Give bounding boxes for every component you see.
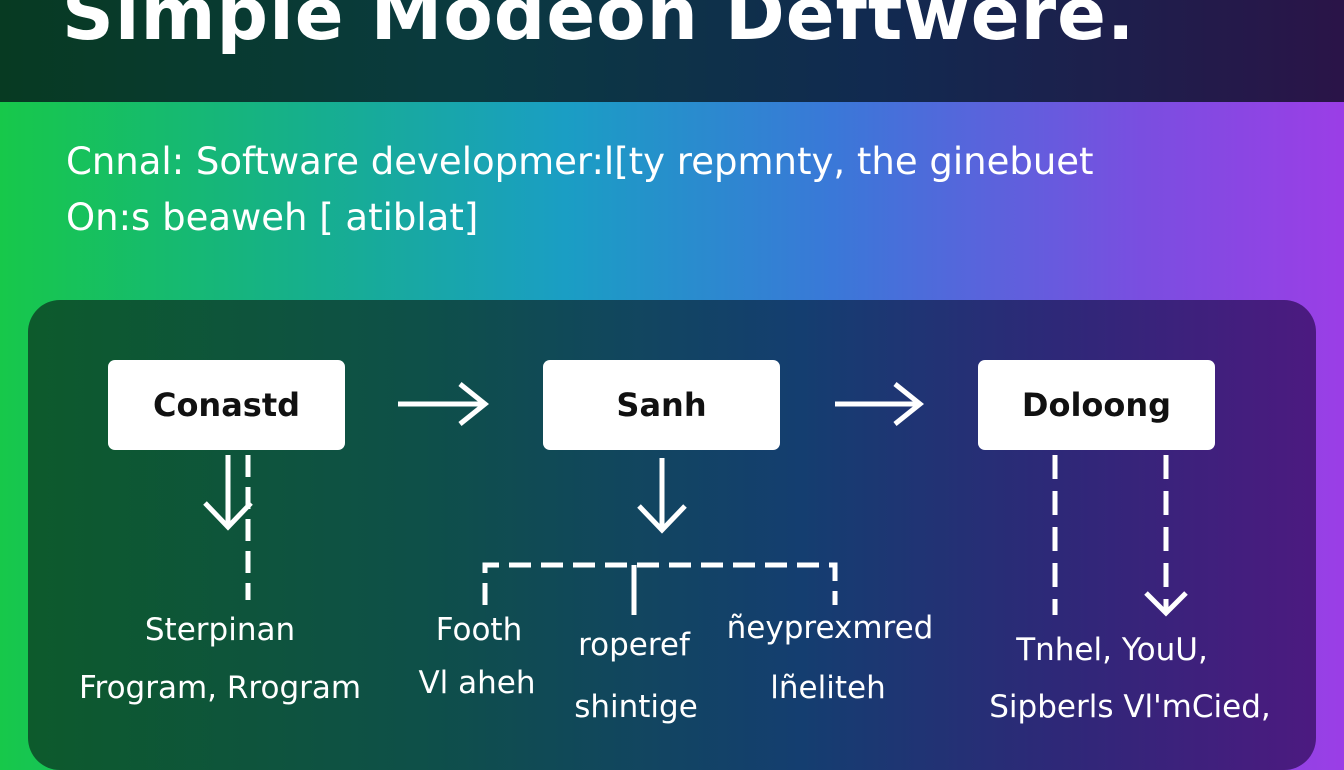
label: ñeyprexmred (726, 610, 934, 646)
label: Sipberls Vl'mCied, (989, 689, 1271, 725)
arrow-right-icon (398, 382, 490, 426)
arrow-down-icon (637, 458, 687, 534)
bracket-line (482, 562, 838, 605)
connectors (0, 0, 1344, 750)
node-sanh: Sanh (543, 360, 780, 450)
arrow-down-icon (203, 455, 253, 531)
arrow-down-icon (1144, 455, 1188, 617)
label: Tnhel, YouU, (1016, 632, 1208, 668)
node-conastd: Conastd (108, 360, 345, 450)
label: shintige (574, 689, 698, 725)
label: Footh (435, 612, 523, 648)
title-band (0, 0, 1344, 102)
label: roperef (578, 627, 690, 663)
page-title: Simple Modeon Deftwere. (62, 0, 1136, 56)
arrow-right-icon (835, 382, 925, 426)
label: Sterpinan (144, 612, 296, 648)
subtitle-line-1: Cnnal: Software developmer:l[ty repmnty,… (66, 140, 1094, 183)
node-doloong: Doloong (978, 360, 1215, 450)
subtitle-line-2: On:s beaweh [ atiblat] (66, 196, 479, 239)
label: Frogram, Rrogram (78, 670, 362, 706)
label: Vl aheh (418, 665, 536, 701)
label: lñeliteh (770, 670, 886, 706)
